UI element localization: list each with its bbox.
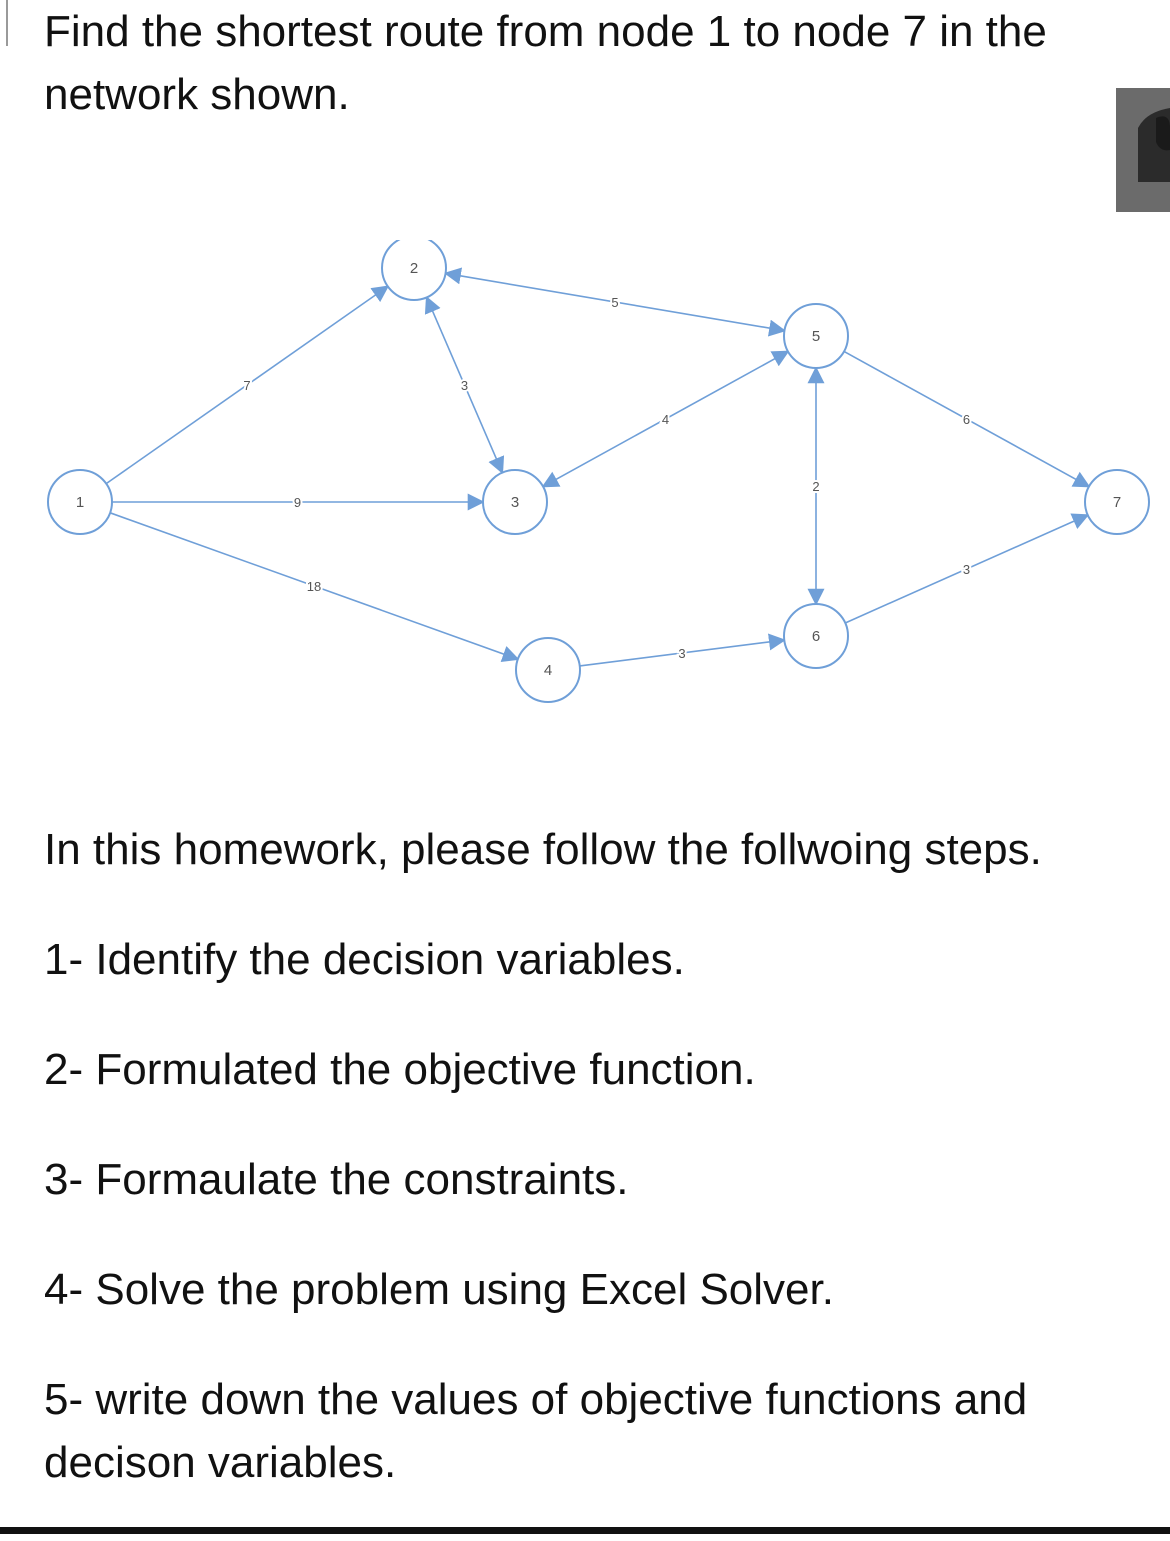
step-5: 5- write down the values of objective fu…	[44, 1375, 1028, 1487]
network-diagram: 7 9 18 3 5 4 3 2 6 3 1 2 3 4 5 6 7	[47, 240, 1150, 703]
node-circle-5	[783, 303, 849, 369]
edge-3-5	[541, 350, 790, 488]
node-label-2: 2	[410, 260, 418, 277]
node-4: 4	[515, 637, 581, 703]
edge-2-5	[443, 267, 787, 337]
question-text: Find the shortest route from node 1 to n…	[44, 7, 1047, 119]
node-label-7: 7	[1113, 494, 1121, 511]
steps-list: 1- Identify the decision variables. 2- F…	[44, 928, 1154, 1541]
bottom-rule	[0, 1527, 1170, 1534]
node-label-5: 5	[812, 328, 820, 345]
node-3: 3	[482, 469, 548, 535]
node-circle-2	[381, 240, 447, 301]
node-label-6: 6	[812, 628, 820, 645]
node-1: 1	[47, 469, 113, 535]
left-edge-divider	[0, 0, 8, 46]
edge-weight-2-3: 3	[461, 378, 468, 393]
node-circle-4	[515, 637, 581, 703]
step-2: 2- Formulated the objective function.	[44, 1045, 756, 1094]
edge-weight-5-7: 6	[963, 412, 970, 427]
edge-weight-2-5: 5	[611, 295, 618, 310]
edge-weight-1-2: 7	[243, 378, 250, 393]
node-label-1: 1	[76, 494, 84, 511]
node-6: 6	[783, 603, 849, 669]
edge-4-6	[579, 633, 786, 667]
step-1: 1- Identify the decision variables.	[44, 935, 685, 984]
node-5: 5	[783, 303, 849, 369]
node-circle-6	[783, 603, 849, 669]
node-label-4: 4	[544, 662, 552, 679]
edge-2-3	[424, 295, 505, 475]
edge-weight-3-5: 4	[662, 412, 669, 427]
image-thumbnail[interactable]	[1116, 88, 1170, 212]
edge-weight-4-6: 3	[678, 646, 685, 661]
node-2: 2	[381, 240, 447, 301]
edge-6-7	[844, 513, 1090, 624]
edge-weight-5-6: 2	[812, 479, 819, 494]
edge-5-7	[843, 350, 1091, 488]
edge-1-4	[109, 512, 520, 663]
node-circle-7	[1084, 469, 1150, 535]
node-label-3: 3	[511, 494, 519, 511]
edge-weight-6-7: 3	[963, 562, 970, 577]
edge-weight-1-4: 18	[307, 579, 321, 594]
instructions-intro: In this homework, please follow the foll…	[44, 825, 1042, 874]
node-7: 7	[1084, 469, 1150, 535]
node-circle-1	[47, 469, 113, 535]
step-3: 3- Formaulate the constraints.	[44, 1155, 629, 1204]
avatar-silhouette-icon	[1116, 88, 1170, 212]
step-4: 4- Solve the problem using Excel Solver.	[44, 1265, 834, 1314]
edge-weight-1-3: 9	[294, 495, 301, 510]
edge-1-2	[105, 285, 390, 485]
node-circle-3	[482, 469, 548, 535]
